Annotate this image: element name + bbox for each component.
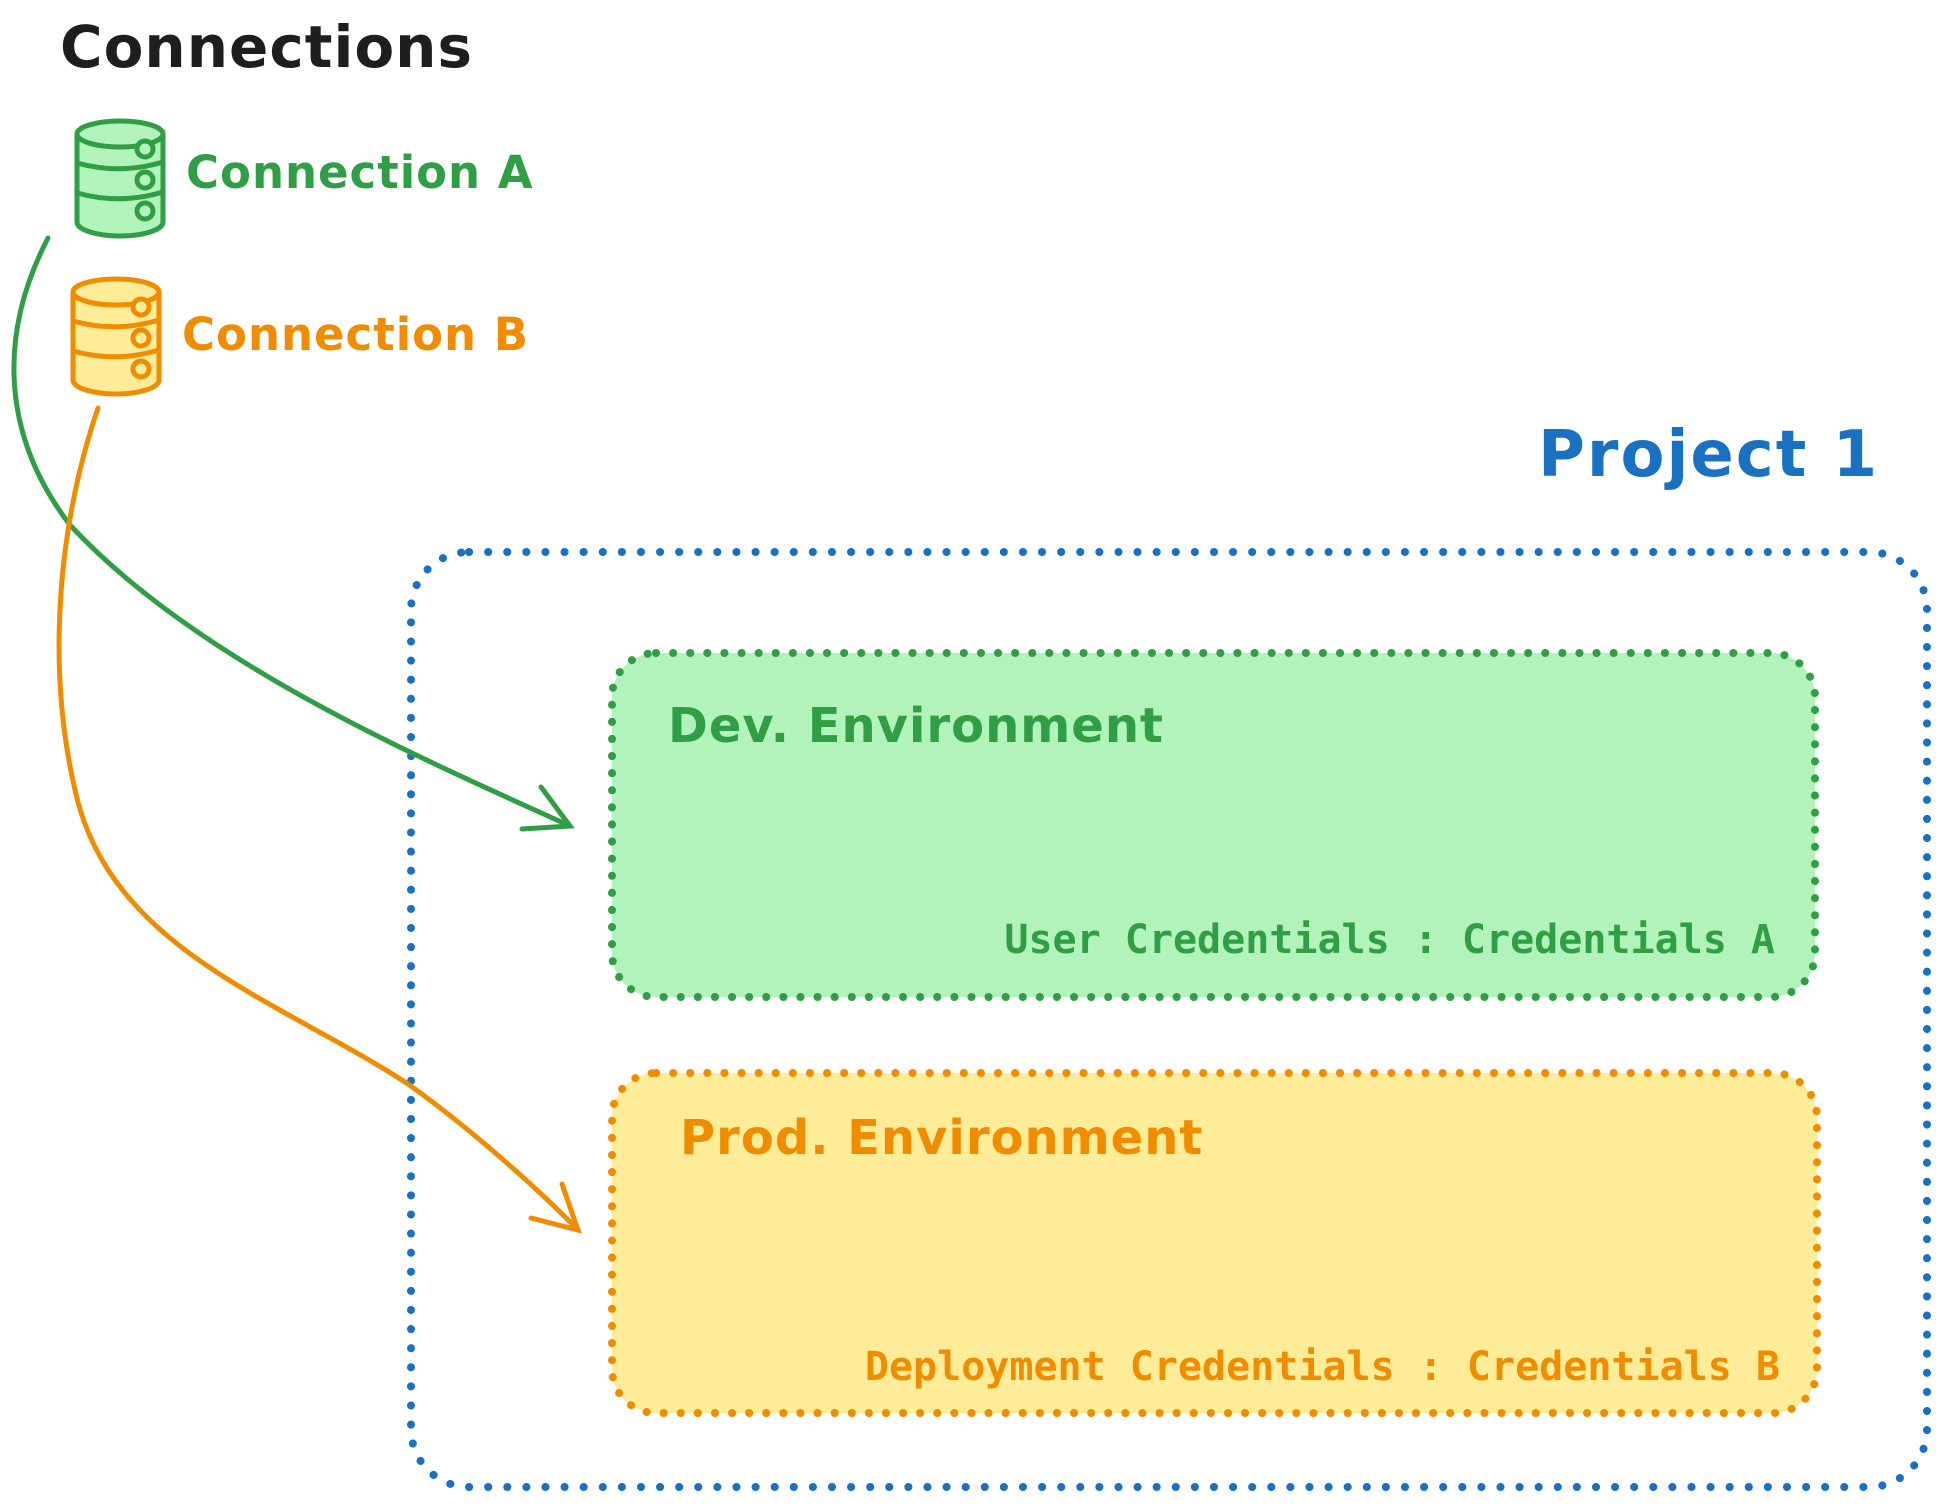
database-a-icon [74,118,166,239]
arrow-connection-b-to-prod [56,405,582,1234]
connection-a-label: Connection A [186,146,534,199]
database-b-icon [70,276,162,397]
connection-b-label: Connection B [182,308,530,361]
arrow-connection-a-to-dev [11,235,575,832]
dev-environment-box [608,649,1819,1001]
dev-environment-title: Dev. Environment [668,698,1164,754]
project-title: Project 1 [1538,418,1880,492]
connections-title: Connections [60,13,473,81]
prod-environment-title: Prod. Environment [680,1110,1204,1166]
prod-environment-box [608,1069,1821,1417]
project-box-outline [407,548,1931,1491]
prod-environment-credentials: Deployment Credentials : Credentials B [864,1344,1780,1390]
dev-environment-credentials: User Credentials : Credentials A [1004,917,1775,963]
